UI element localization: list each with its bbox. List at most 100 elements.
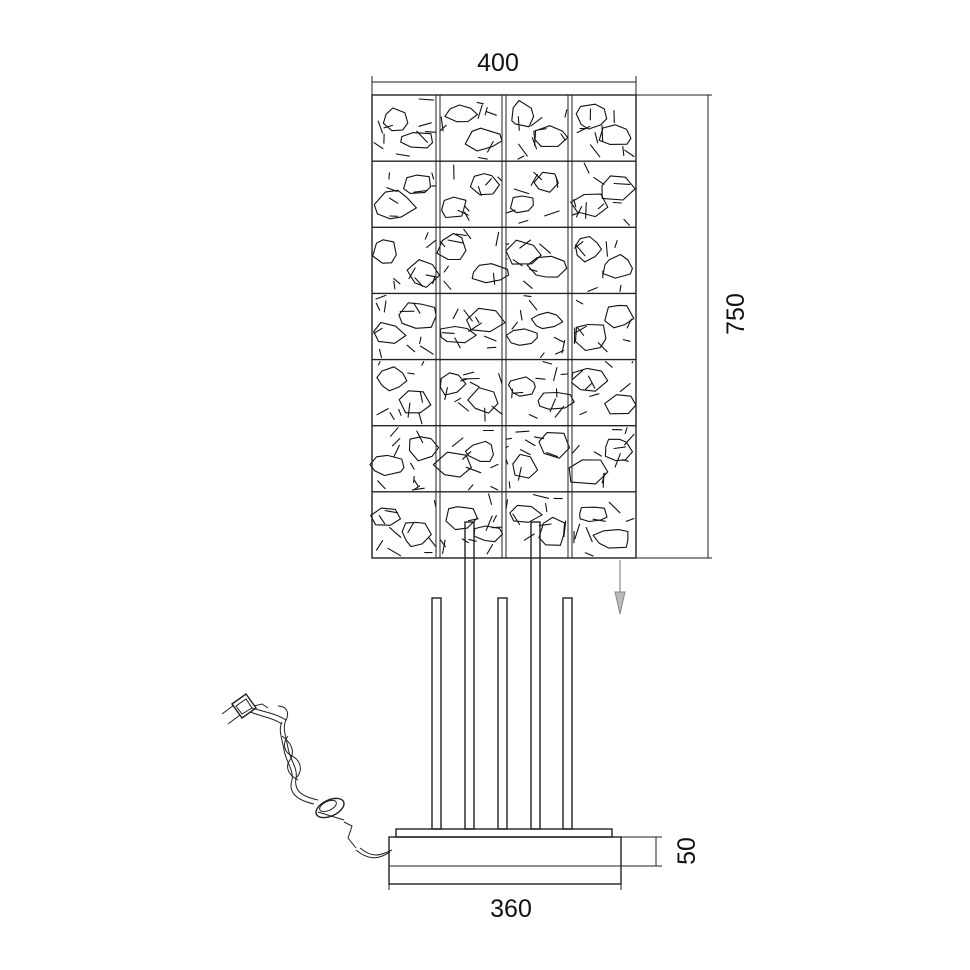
crackle-stroke xyxy=(621,459,629,462)
crackle-loop xyxy=(439,372,467,396)
lamp-rods xyxy=(431,521,573,830)
crackle-loop xyxy=(509,195,534,214)
crackle-loop xyxy=(538,432,571,459)
crackle-stroke xyxy=(431,172,435,180)
crackle-stroke xyxy=(538,523,552,527)
crackle-stroke xyxy=(553,336,565,343)
power-cord xyxy=(221,693,393,859)
crackle-stroke xyxy=(593,176,605,185)
shade-height-label: 750 xyxy=(722,293,750,335)
crackle-loop xyxy=(445,506,478,531)
crackle-stroke xyxy=(545,503,548,513)
crackle-stroke xyxy=(623,218,630,226)
crackle-stroke xyxy=(535,377,546,380)
crackle-loop xyxy=(571,367,609,392)
crackle-loop xyxy=(601,175,636,201)
crackle-stroke xyxy=(528,413,538,419)
crackle-stroke xyxy=(375,294,387,300)
crackle-stroke xyxy=(613,182,631,185)
crackle-stroke xyxy=(490,485,499,491)
crackle-loop xyxy=(466,307,506,333)
crackle-stroke xyxy=(575,299,584,305)
crackle-stroke xyxy=(416,430,424,444)
crackle-stroke xyxy=(614,453,621,468)
lamp-shade xyxy=(369,94,637,559)
shade-outline xyxy=(371,94,637,559)
crackle-stroke xyxy=(468,322,482,332)
crackle-stroke xyxy=(483,335,497,342)
base-width-dimension: 360 xyxy=(388,884,622,923)
crackle-stroke xyxy=(491,526,503,529)
crackle-stroke xyxy=(418,98,435,101)
crackle-stroke xyxy=(413,302,421,314)
crackle-loop xyxy=(408,436,440,462)
crackle-stroke xyxy=(440,116,444,132)
crackle-stroke xyxy=(533,436,545,440)
crackle-loop xyxy=(604,304,635,329)
crackle-loop xyxy=(512,453,539,479)
crackle-stroke xyxy=(462,451,472,460)
crackle-stroke xyxy=(492,514,497,523)
crackle-stroke xyxy=(497,176,503,182)
crackle-loop xyxy=(473,525,504,543)
crackle-stroke xyxy=(560,133,566,141)
crackle-loop xyxy=(511,99,535,128)
crackle-stroke xyxy=(549,398,556,413)
coiled-cord-icon xyxy=(249,705,319,805)
crackle-stroke xyxy=(518,143,528,157)
crackle-stroke xyxy=(419,336,422,345)
shade-crackle-pattern xyxy=(369,98,637,557)
crackle-stroke xyxy=(593,451,602,457)
crackle-stroke xyxy=(457,209,469,216)
crackle-stroke xyxy=(407,372,415,375)
crackle-stroke xyxy=(573,241,584,249)
crackle-stroke xyxy=(426,239,437,248)
crackle-stroke xyxy=(584,382,593,390)
crackle-stroke xyxy=(492,272,496,285)
crackle-stroke xyxy=(524,439,536,447)
crackle-stroke xyxy=(529,268,538,272)
crackle-stroke xyxy=(622,339,631,342)
crackle-loop xyxy=(370,507,402,526)
crackle-stroke xyxy=(579,411,588,416)
crackle-stroke xyxy=(594,132,599,144)
crackle-stroke xyxy=(597,203,605,210)
crackle-stroke xyxy=(468,484,474,491)
crackle-loop xyxy=(398,302,437,329)
crackle-loop xyxy=(400,132,434,149)
crackle-loop xyxy=(382,107,409,132)
crackle-stroke xyxy=(452,308,459,320)
crackle-stroke xyxy=(536,128,547,131)
crackle-stroke xyxy=(539,243,551,254)
crackle-stroke xyxy=(619,383,631,393)
crackle-stroke xyxy=(614,240,618,248)
crackle-stroke xyxy=(376,408,389,416)
crackle-stroke xyxy=(542,361,553,365)
crackle-stroke xyxy=(387,547,402,557)
crackle-stroke xyxy=(375,302,381,311)
crackle-stroke xyxy=(447,239,464,244)
rod-tall-right xyxy=(530,521,541,830)
crackle-stroke xyxy=(413,479,419,487)
crackle-stroke xyxy=(488,493,493,505)
crackle-stroke xyxy=(388,197,399,204)
crackle-loop xyxy=(372,239,397,264)
crackle-loop xyxy=(373,189,417,220)
crackle-stroke xyxy=(512,259,523,267)
crackle-stroke xyxy=(532,494,549,499)
crackle-stroke xyxy=(460,378,468,382)
crackle-loop xyxy=(592,529,629,549)
crackle-stroke xyxy=(469,381,480,388)
base-height-dimension: 50 xyxy=(621,836,701,867)
crackle-stroke xyxy=(523,295,532,298)
rod-tall-left xyxy=(464,521,475,830)
crackle-stroke xyxy=(383,300,387,313)
crackle-loop xyxy=(574,235,603,263)
crackle-stroke xyxy=(519,309,523,321)
crackle-stroke xyxy=(530,173,538,186)
crackle-stroke xyxy=(487,140,494,153)
crackle-loop xyxy=(509,504,543,523)
crackle-stroke xyxy=(444,387,448,401)
rod-short-3 xyxy=(562,597,573,830)
